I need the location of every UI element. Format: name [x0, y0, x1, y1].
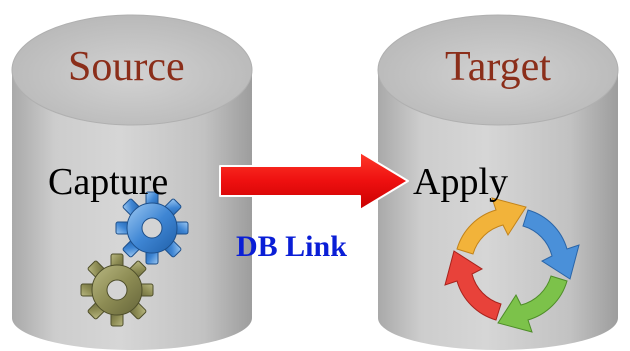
apply-label: Apply: [413, 161, 508, 203]
gears-icon: [80, 191, 189, 327]
db-link-label: DB Link: [236, 230, 347, 263]
source-title: Source: [68, 44, 185, 90]
cycle-arrows-icon: [444, 197, 580, 333]
target-title: Target: [445, 44, 551, 90]
capture-label: Capture: [48, 161, 169, 203]
replication-arrow: [219, 151, 409, 211]
